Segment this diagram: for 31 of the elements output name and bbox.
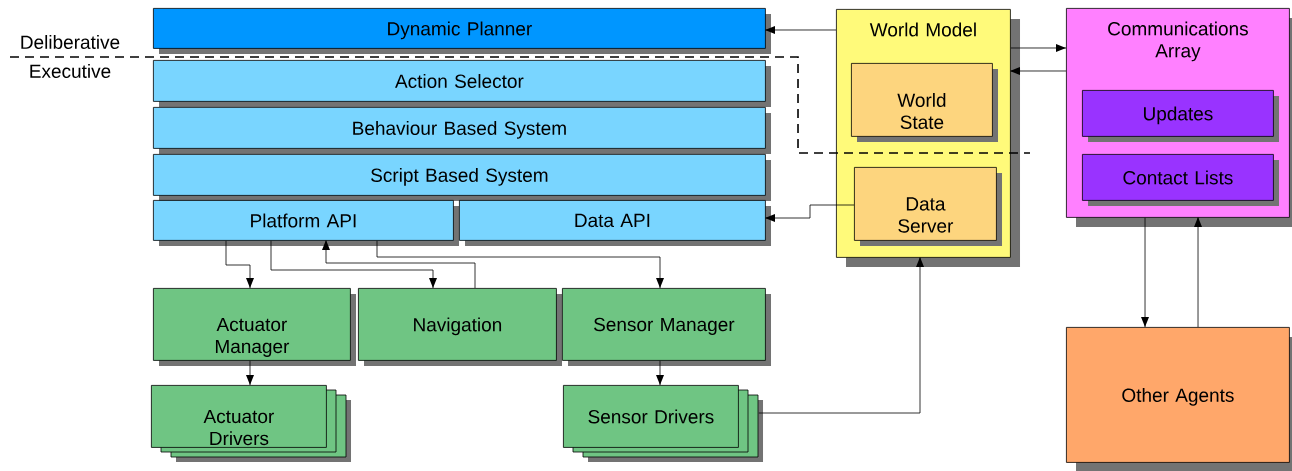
arrow xyxy=(758,257,924,414)
layer-label: Executive xyxy=(30,64,111,78)
arrow xyxy=(246,360,254,386)
layer-box: Script Based System xyxy=(153,154,771,201)
arrow xyxy=(656,360,664,386)
inner-box: World State xyxy=(851,63,998,142)
inner-box: Contact Lists xyxy=(1082,154,1279,206)
arrow xyxy=(765,26,837,34)
layer-box: Dynamic Planner xyxy=(153,8,771,54)
layer-label: Deliberative xyxy=(21,35,120,49)
layer-box: Data API xyxy=(459,200,771,246)
inner-box: Updates xyxy=(1082,90,1279,142)
inner-box: Data Server xyxy=(854,167,1002,246)
arrow xyxy=(270,240,437,289)
stacked-box: Sensor Drivers xyxy=(563,385,763,462)
arrow xyxy=(322,240,476,289)
arrow xyxy=(1141,217,1149,328)
module-box: Sensor Manager xyxy=(562,288,771,366)
layer-box: Behaviour Based System xyxy=(153,107,771,154)
arrow xyxy=(765,204,855,222)
layer-box: Platform API xyxy=(153,200,459,246)
module-box: Navigation xyxy=(358,288,562,366)
arrow xyxy=(1010,44,1067,52)
layer-box: Action Selector xyxy=(153,60,771,107)
stacked-box: Actuator Drivers xyxy=(151,385,351,462)
agent-box: Other Agents xyxy=(1066,327,1292,471)
arrow xyxy=(225,240,254,289)
arrow xyxy=(1194,217,1202,328)
arrow xyxy=(1010,67,1067,75)
module-box: Actuator Manager xyxy=(153,288,356,366)
arrow xyxy=(376,240,664,289)
